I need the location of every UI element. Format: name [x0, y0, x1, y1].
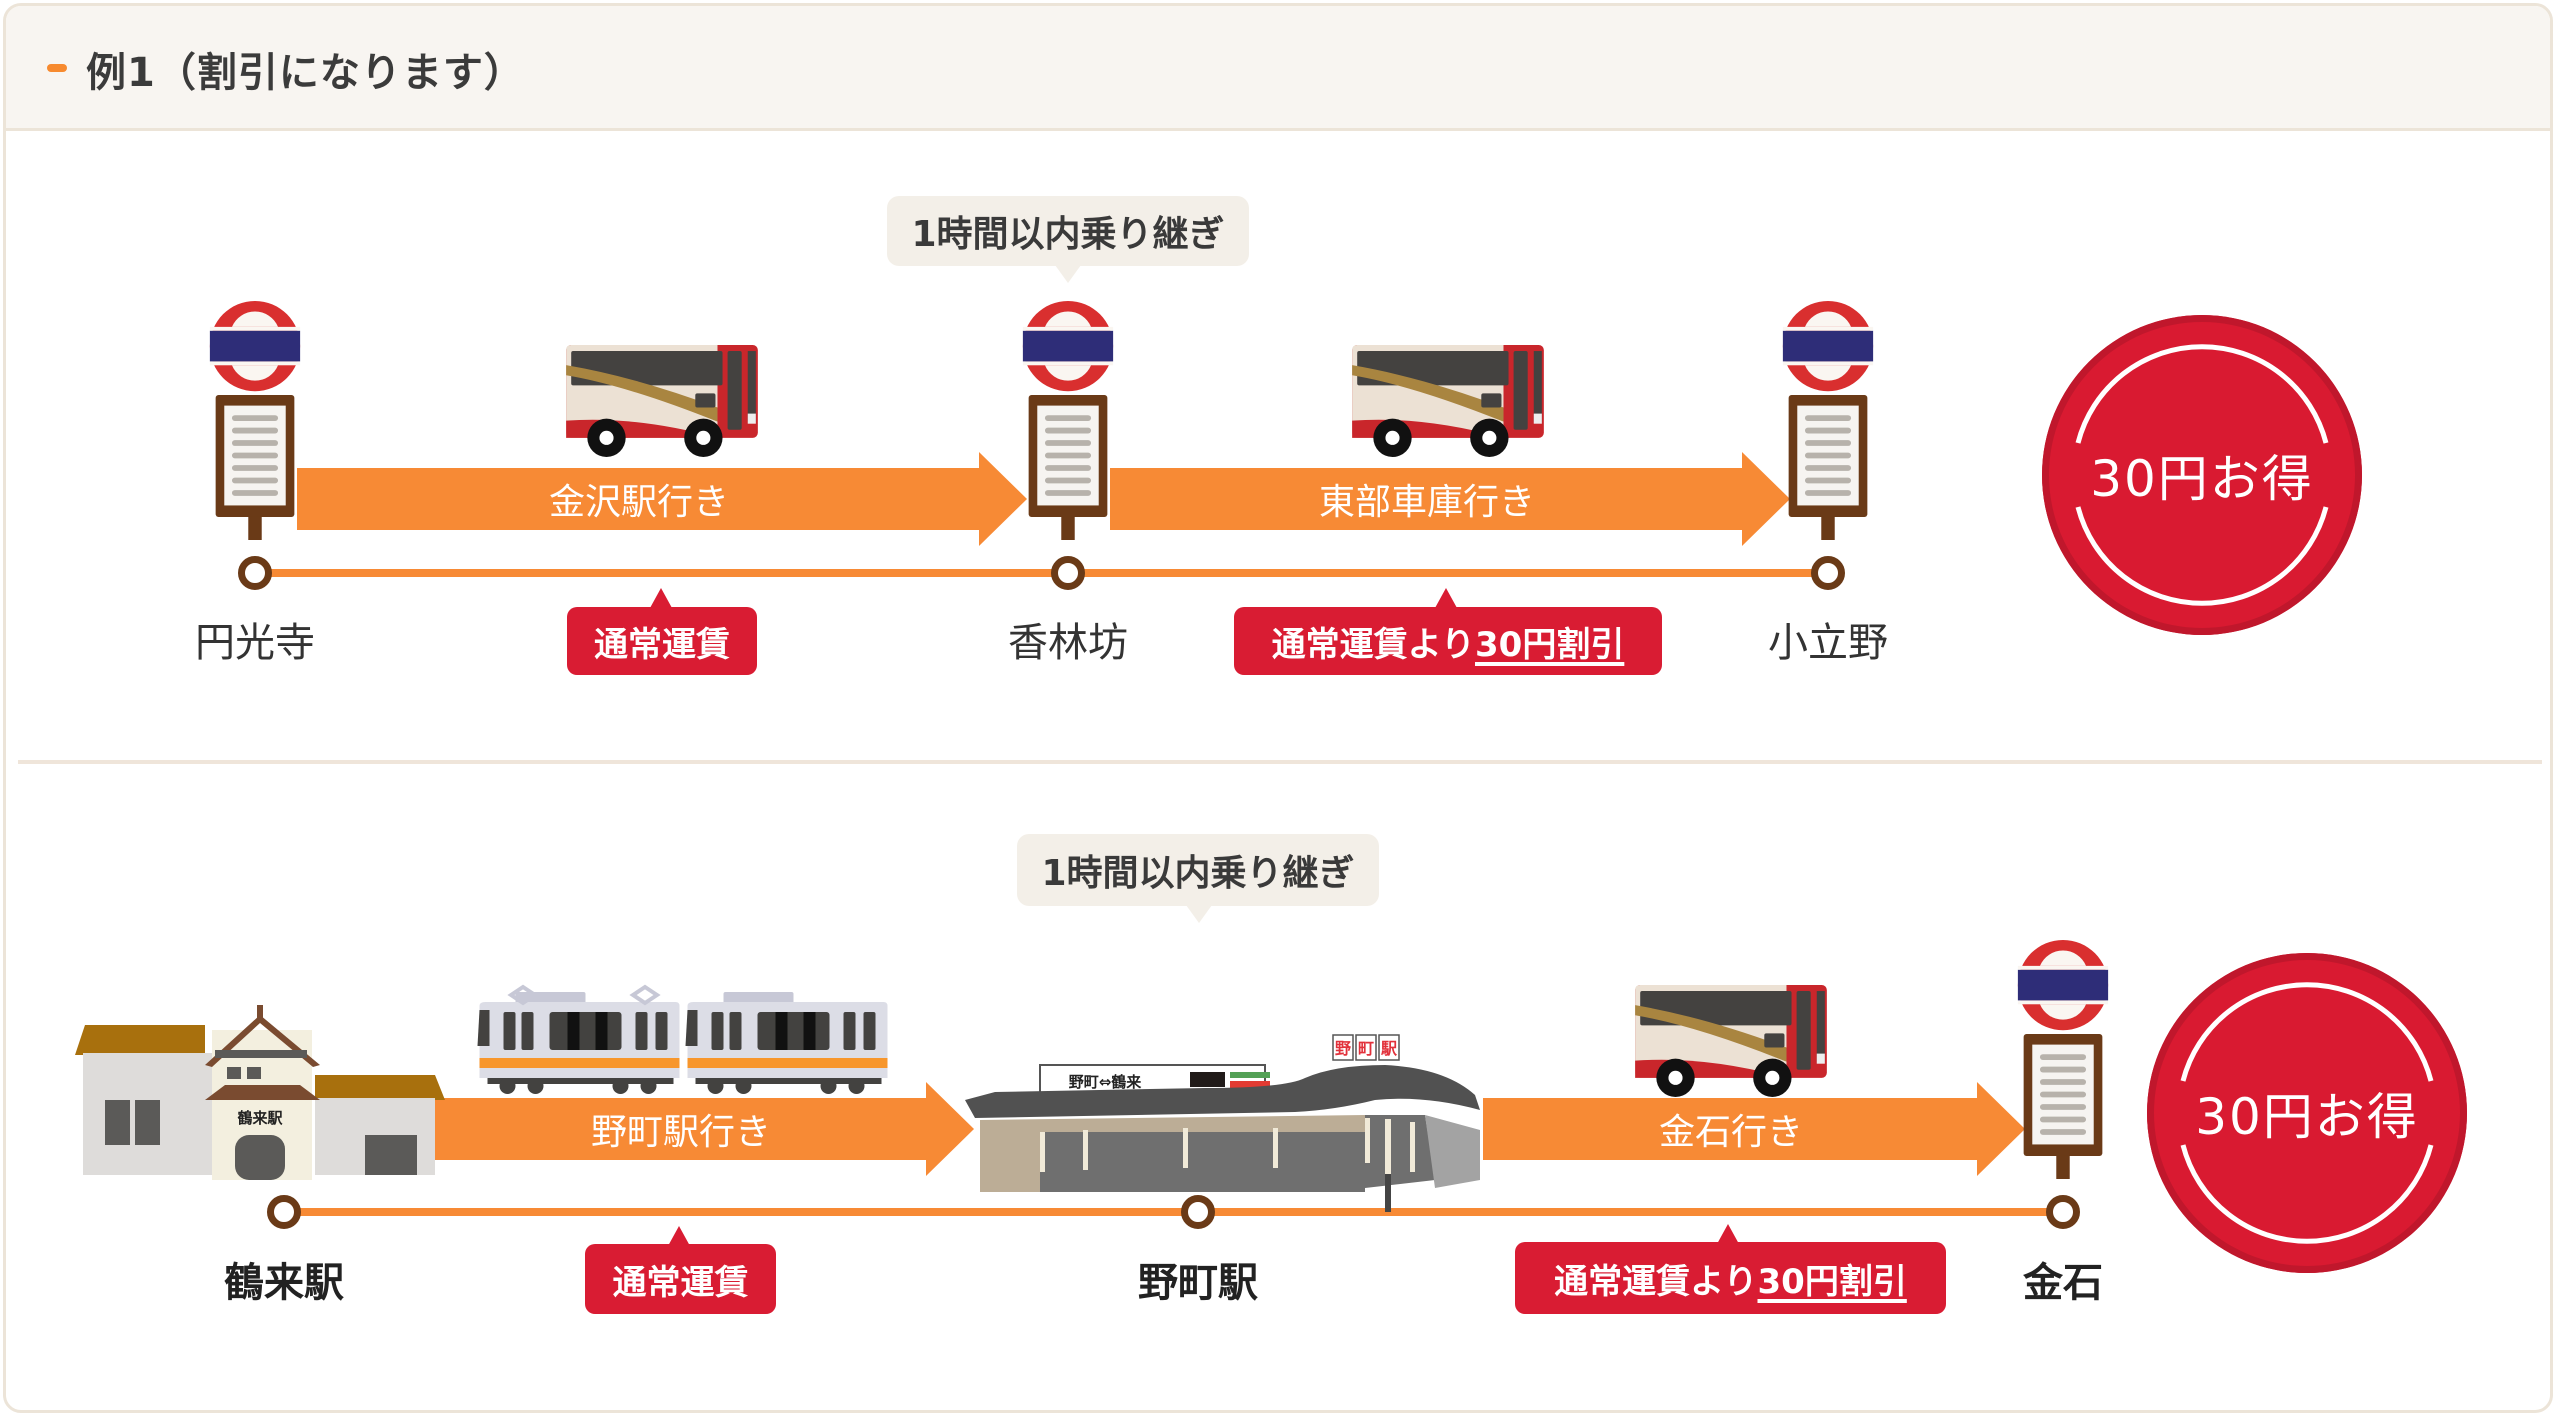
destination-label-1: 野町駅行き	[590, 1112, 771, 1153]
bus-stop-icon	[2015, 934, 2111, 1184]
stop-name: 金石	[2023, 1260, 2103, 1306]
building-sign-text: 野町⇔鶴来	[1069, 1073, 1143, 1091]
stop-name: 小立野	[1768, 620, 1888, 666]
fare-tag-tail	[650, 588, 672, 608]
card-header: 例1（割引になります）	[6, 6, 2550, 131]
bus-stop-icon	[1780, 295, 1876, 545]
pantograph-icon	[507, 984, 661, 1006]
stop-name: 円光寺	[195, 620, 315, 666]
savings-badge: 30円お得	[2147, 953, 2467, 1273]
route-arrow-2	[1483, 1082, 2025, 1176]
route-line	[255, 569, 1828, 577]
badge-arc-icon	[2075, 344, 2329, 606]
stop-name: 鶴来駅	[224, 1260, 344, 1306]
route-arrow-1	[297, 452, 1027, 546]
stop-marker	[1181, 1195, 1215, 1229]
savings-badge: 30円お得	[2042, 315, 2362, 635]
stop-name: 野町駅	[1138, 1260, 1258, 1306]
discount-amount: 30円割引	[1475, 624, 1625, 665]
fare-tag-tail	[668, 1226, 690, 1246]
fare-text: 通常運賃より	[1271, 624, 1475, 665]
route-line	[284, 1208, 2063, 1216]
destination-label-1: 金沢駅行き	[548, 482, 729, 523]
roof-sign: 野 町 駅	[1332, 1034, 1400, 1061]
route-arrow-1	[434, 1082, 974, 1176]
fare-tag-tail	[1435, 588, 1457, 608]
svg-text:町: 町	[1358, 1039, 1374, 1058]
section-title: 例1（割引になります）	[86, 50, 525, 96]
transfer-bubble-tail	[1055, 265, 1081, 283]
destination-label-2: 金石行き	[1658, 1112, 1803, 1153]
route-arrow-2	[1110, 452, 1790, 546]
station-building-icon: 鶴来駅	[75, 1005, 445, 1180]
fare-text: 通常運賃より	[1554, 1261, 1758, 1302]
stop-marker	[1811, 556, 1845, 590]
transfer-bubble: 1時間以内乗り継ぎ	[1017, 834, 1379, 906]
train-icon	[683, 986, 889, 1096]
building-sign-text: 鶴来駅	[237, 1109, 283, 1127]
fare-tag-tail	[1717, 1224, 1739, 1244]
svg-text:駅: 駅	[1380, 1039, 1398, 1058]
fare-text: 通常運賃	[612, 1262, 749, 1303]
stop-marker	[238, 556, 272, 590]
svg-text:野: 野	[1335, 1039, 1351, 1058]
bus-stop-icon	[1020, 295, 1116, 545]
savings-text: 30円お得	[2090, 450, 2314, 508]
fare-tag-normal: 通常運賃	[585, 1244, 776, 1314]
discount-amount: 30円割引	[1757, 1261, 1907, 1302]
stop-marker	[2046, 1195, 2080, 1229]
bus-icon	[1635, 985, 1827, 1098]
transfer-bubble: 1時間以内乗り継ぎ	[887, 196, 1249, 266]
transfer-bubble-tail	[1186, 905, 1212, 923]
bus-stop-icon	[207, 295, 303, 545]
stop-name: 香林坊	[1008, 620, 1128, 666]
destination-label-2: 東部車庫行き	[1318, 482, 1535, 523]
bus-icon	[566, 345, 758, 458]
bus-icon	[1352, 345, 1544, 458]
fare-text: 通常運賃	[594, 624, 730, 665]
section-divider	[18, 760, 2542, 764]
stop-marker	[267, 1195, 301, 1229]
fare-tag-normal: 通常運賃	[567, 607, 757, 675]
savings-text: 30円お得	[2195, 1088, 2419, 1146]
badge-arc-icon	[2180, 982, 2434, 1244]
stop-marker	[1051, 556, 1085, 590]
header-accent-icon	[47, 64, 67, 72]
station-building-icon: 野町⇔鶴来 野 町 駅	[965, 1034, 1480, 1212]
